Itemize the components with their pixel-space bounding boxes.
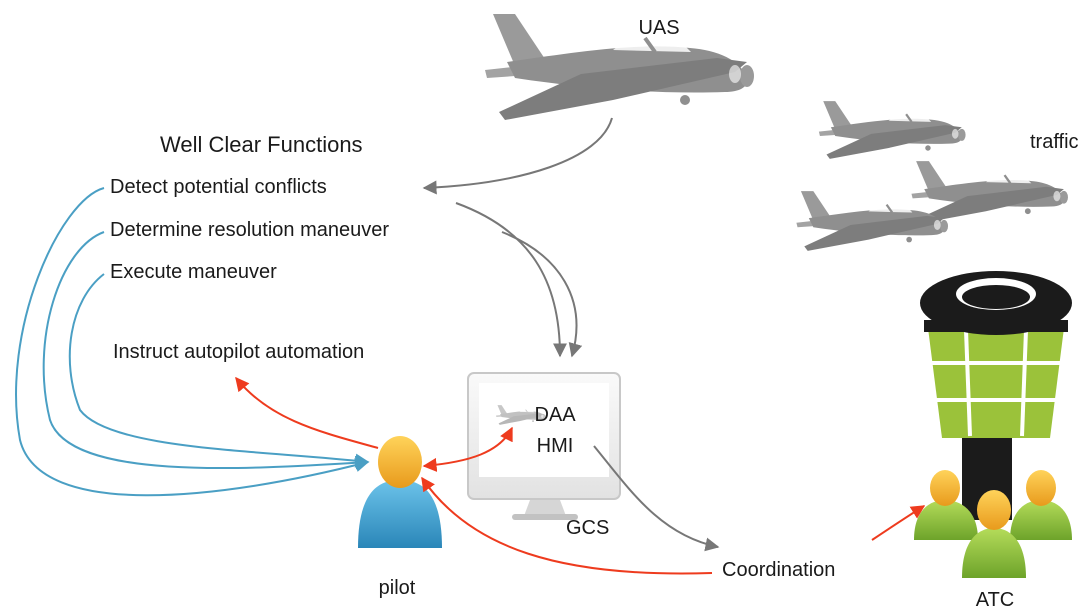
function-execute: Execute maneuver <box>110 261 277 283</box>
arrow-hmi-to-coordination <box>593 445 720 552</box>
pilot-label: pilot <box>379 577 416 599</box>
line-pilot-execute <box>68 273 370 468</box>
arrow-detect-to-gcs <box>455 202 567 358</box>
arrow-pilot-hmi <box>422 426 513 472</box>
arrow-coordination-to-pilot <box>421 476 713 575</box>
traffic-aircraft-icon-1 <box>817 100 967 160</box>
line-pilot-determine <box>42 231 370 470</box>
atc-tower-icon <box>920 271 1072 520</box>
daa-label: DAA <box>534 404 576 426</box>
function-instruct: Instruct autopilot automation <box>113 341 364 363</box>
traffic-aircraft-icon-2 <box>910 160 1070 224</box>
uas-label: UAS <box>638 17 679 39</box>
uas-aircraft-icon <box>485 12 755 122</box>
traffic-label: traffic <box>1030 131 1079 153</box>
traffic-aircraft-icon-3 <box>795 190 950 252</box>
function-determine: Determine resolution maneuver <box>110 219 389 241</box>
arrow-uas-to-detect <box>422 117 613 195</box>
line-pilot-detect <box>15 187 370 497</box>
arrow-pilot-to-instruct <box>235 376 379 449</box>
coordination-label: Coordination <box>722 559 835 581</box>
arrow-determine-to-gcs <box>501 231 583 358</box>
functions-title: Well Clear Functions <box>160 132 363 157</box>
atc-controllers-icon <box>914 470 1072 578</box>
atc-label: ATC <box>976 589 1015 611</box>
hmi-label: HMI <box>537 435 574 457</box>
arrow-coordination-to-atc <box>871 505 926 541</box>
function-detect: Detect potential conflicts <box>110 176 327 198</box>
gcs-label: GCS <box>566 517 609 539</box>
pilot-icon <box>358 436 442 548</box>
